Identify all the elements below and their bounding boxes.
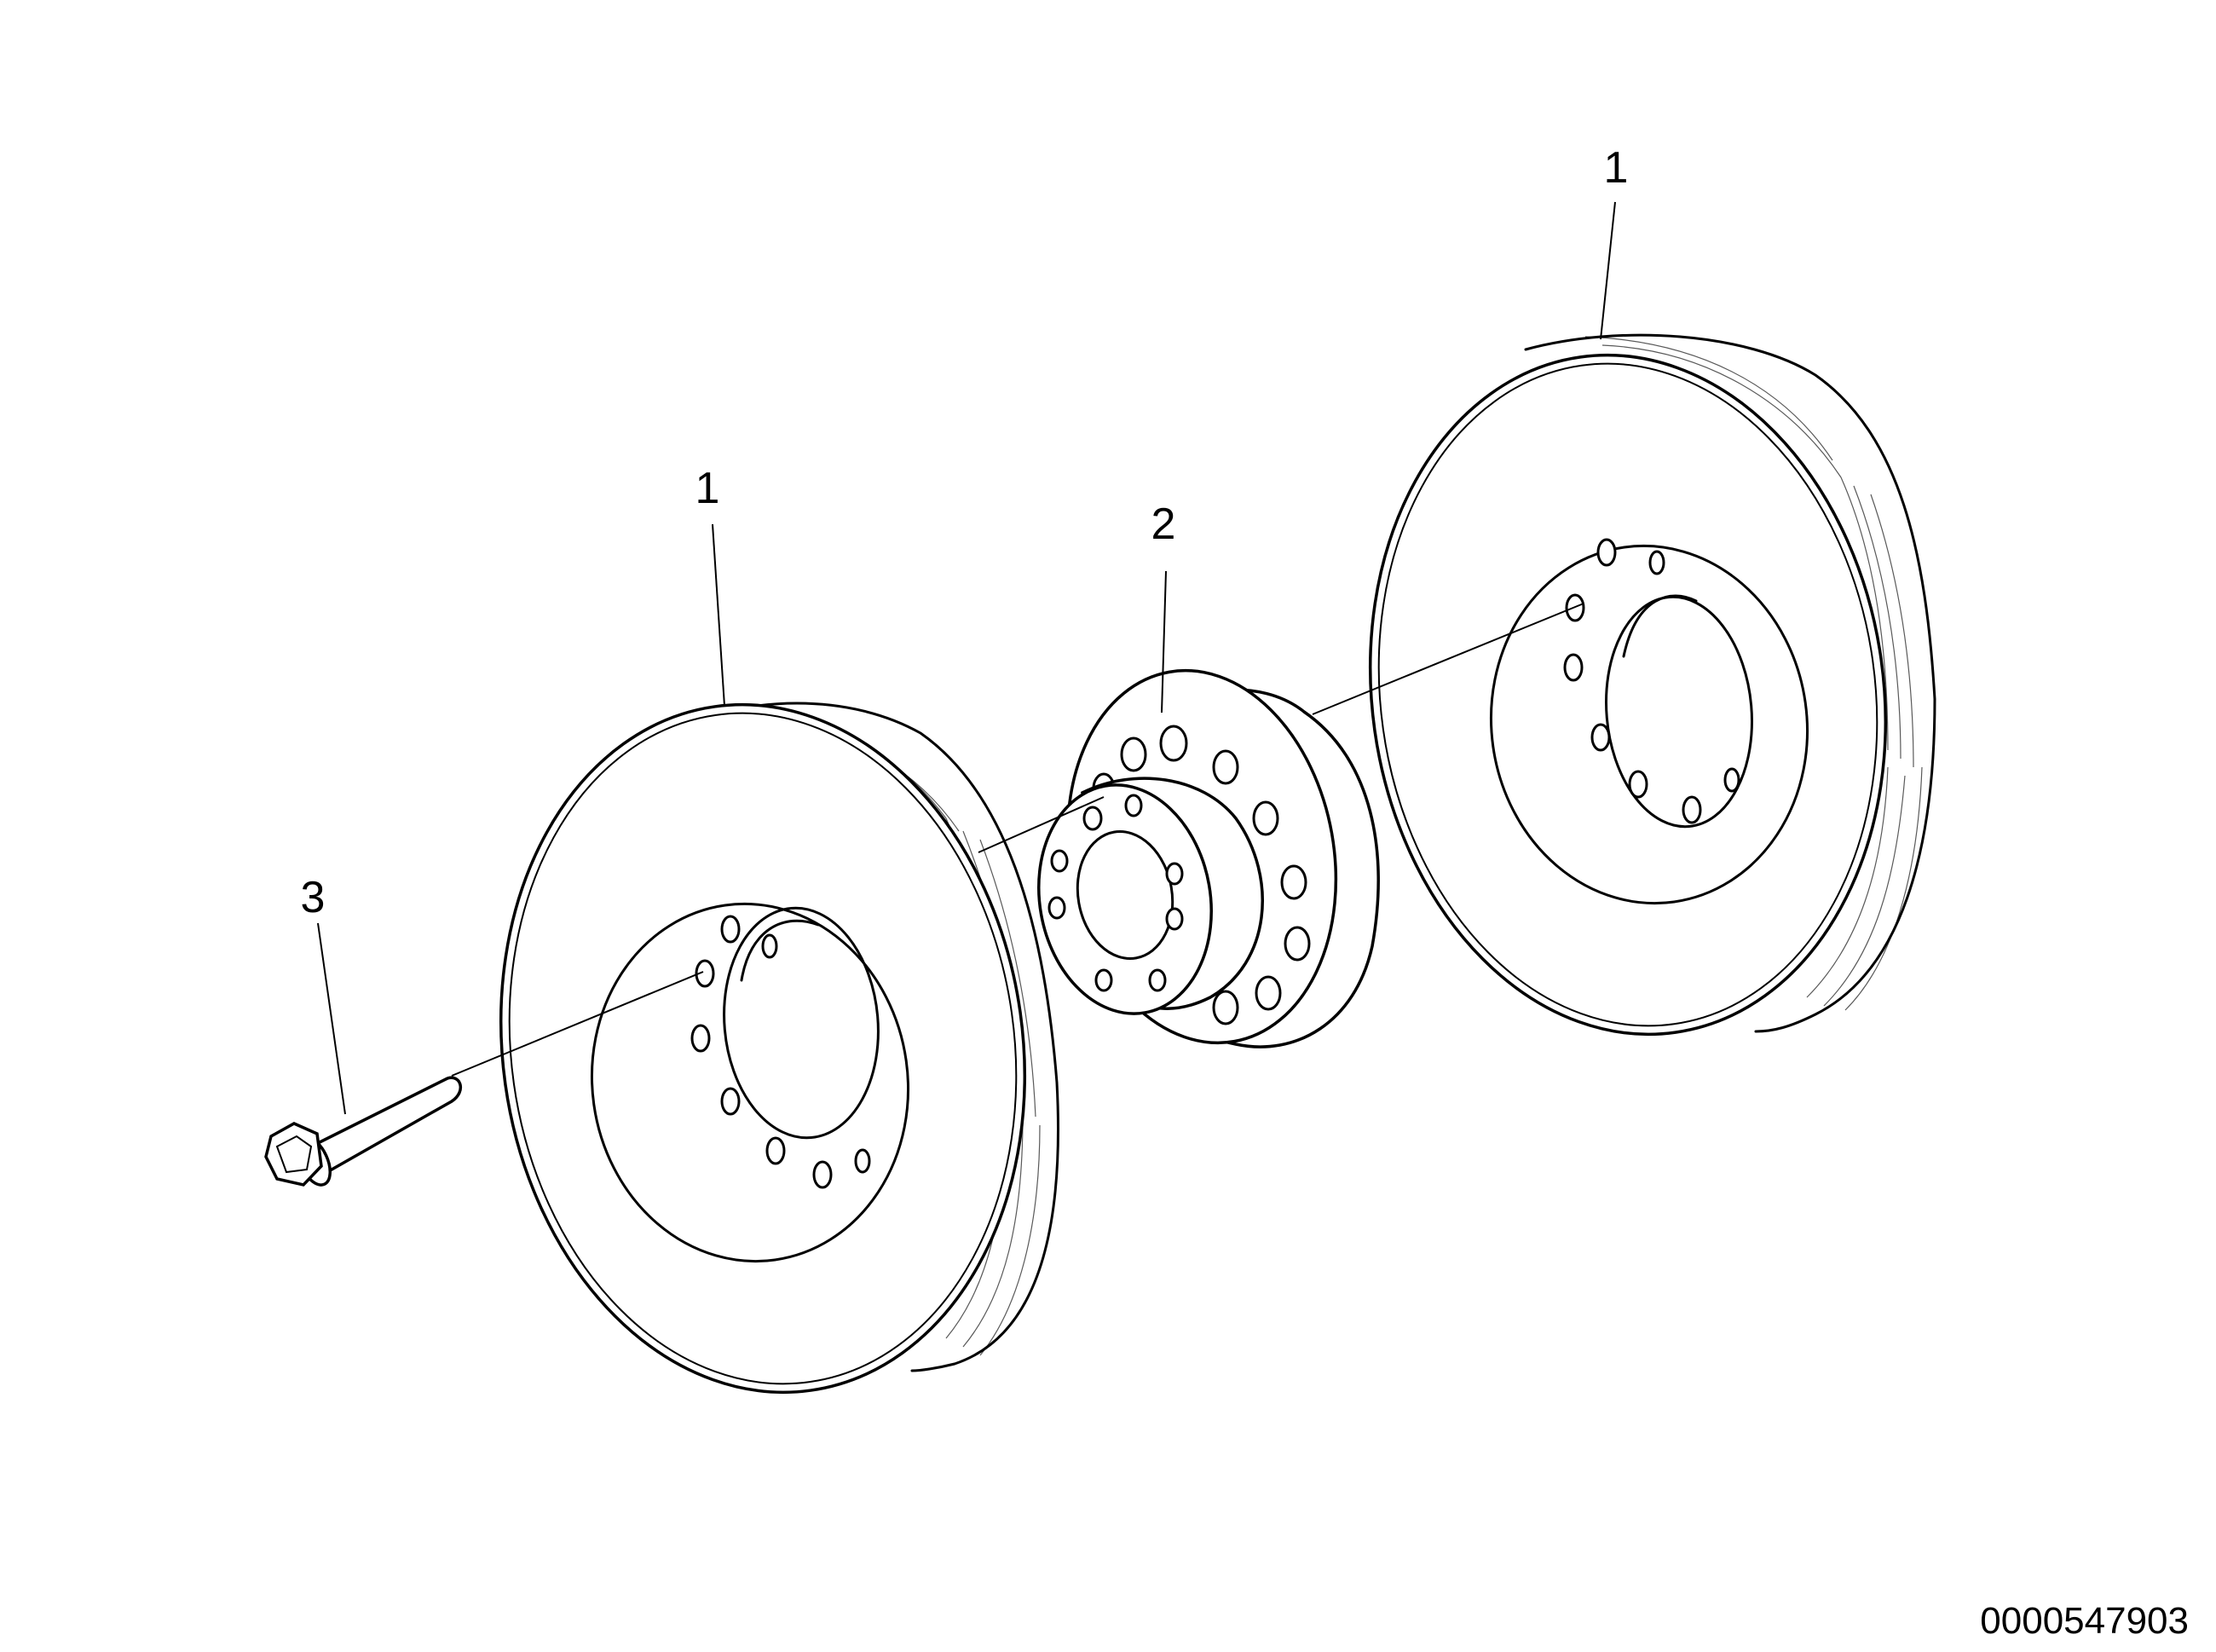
callout-label-pulley-right: 1 [1604,143,1629,193]
leader-hub-adapter [1161,570,1167,713]
pulley-right-face [1368,353,1888,1037]
pulley-right-bolt-holes [1563,538,1740,824]
pulley-left-bolt-holes [690,915,871,1189]
pulley-left-hub [590,902,910,1263]
pulley-right [1368,333,1936,1037]
pulley-left-face [499,702,1026,1395]
hub-adapter [1037,668,1380,1048]
drawing-number: 0000547903 [1980,1600,2189,1642]
leader-pulley-right [1600,201,1616,340]
callout-label-pulley-left: 1 [695,464,720,513]
bolt-hex-head [264,1122,323,1187]
callout-label-hub-adapter: 2 [1151,500,1176,549]
leader-bolt [317,922,346,1115]
hub-adapter-bore [1076,830,1174,960]
callout-label-bolt: 3 [301,873,326,922]
pulley-left-bore [723,906,880,1140]
bolt [264,1076,463,1187]
assembly-axis-lines [451,603,1584,1077]
pulley-left [499,702,1059,1395]
leader-pulley-left [712,523,725,707]
hub-adapter-spigot-holes [1047,794,1184,992]
leader-lines [317,201,1616,1115]
hub-adapter-spigot [1037,783,1213,1015]
pulley-right-hub [1489,544,1809,905]
pulley-right-groove [1584,336,1923,1011]
